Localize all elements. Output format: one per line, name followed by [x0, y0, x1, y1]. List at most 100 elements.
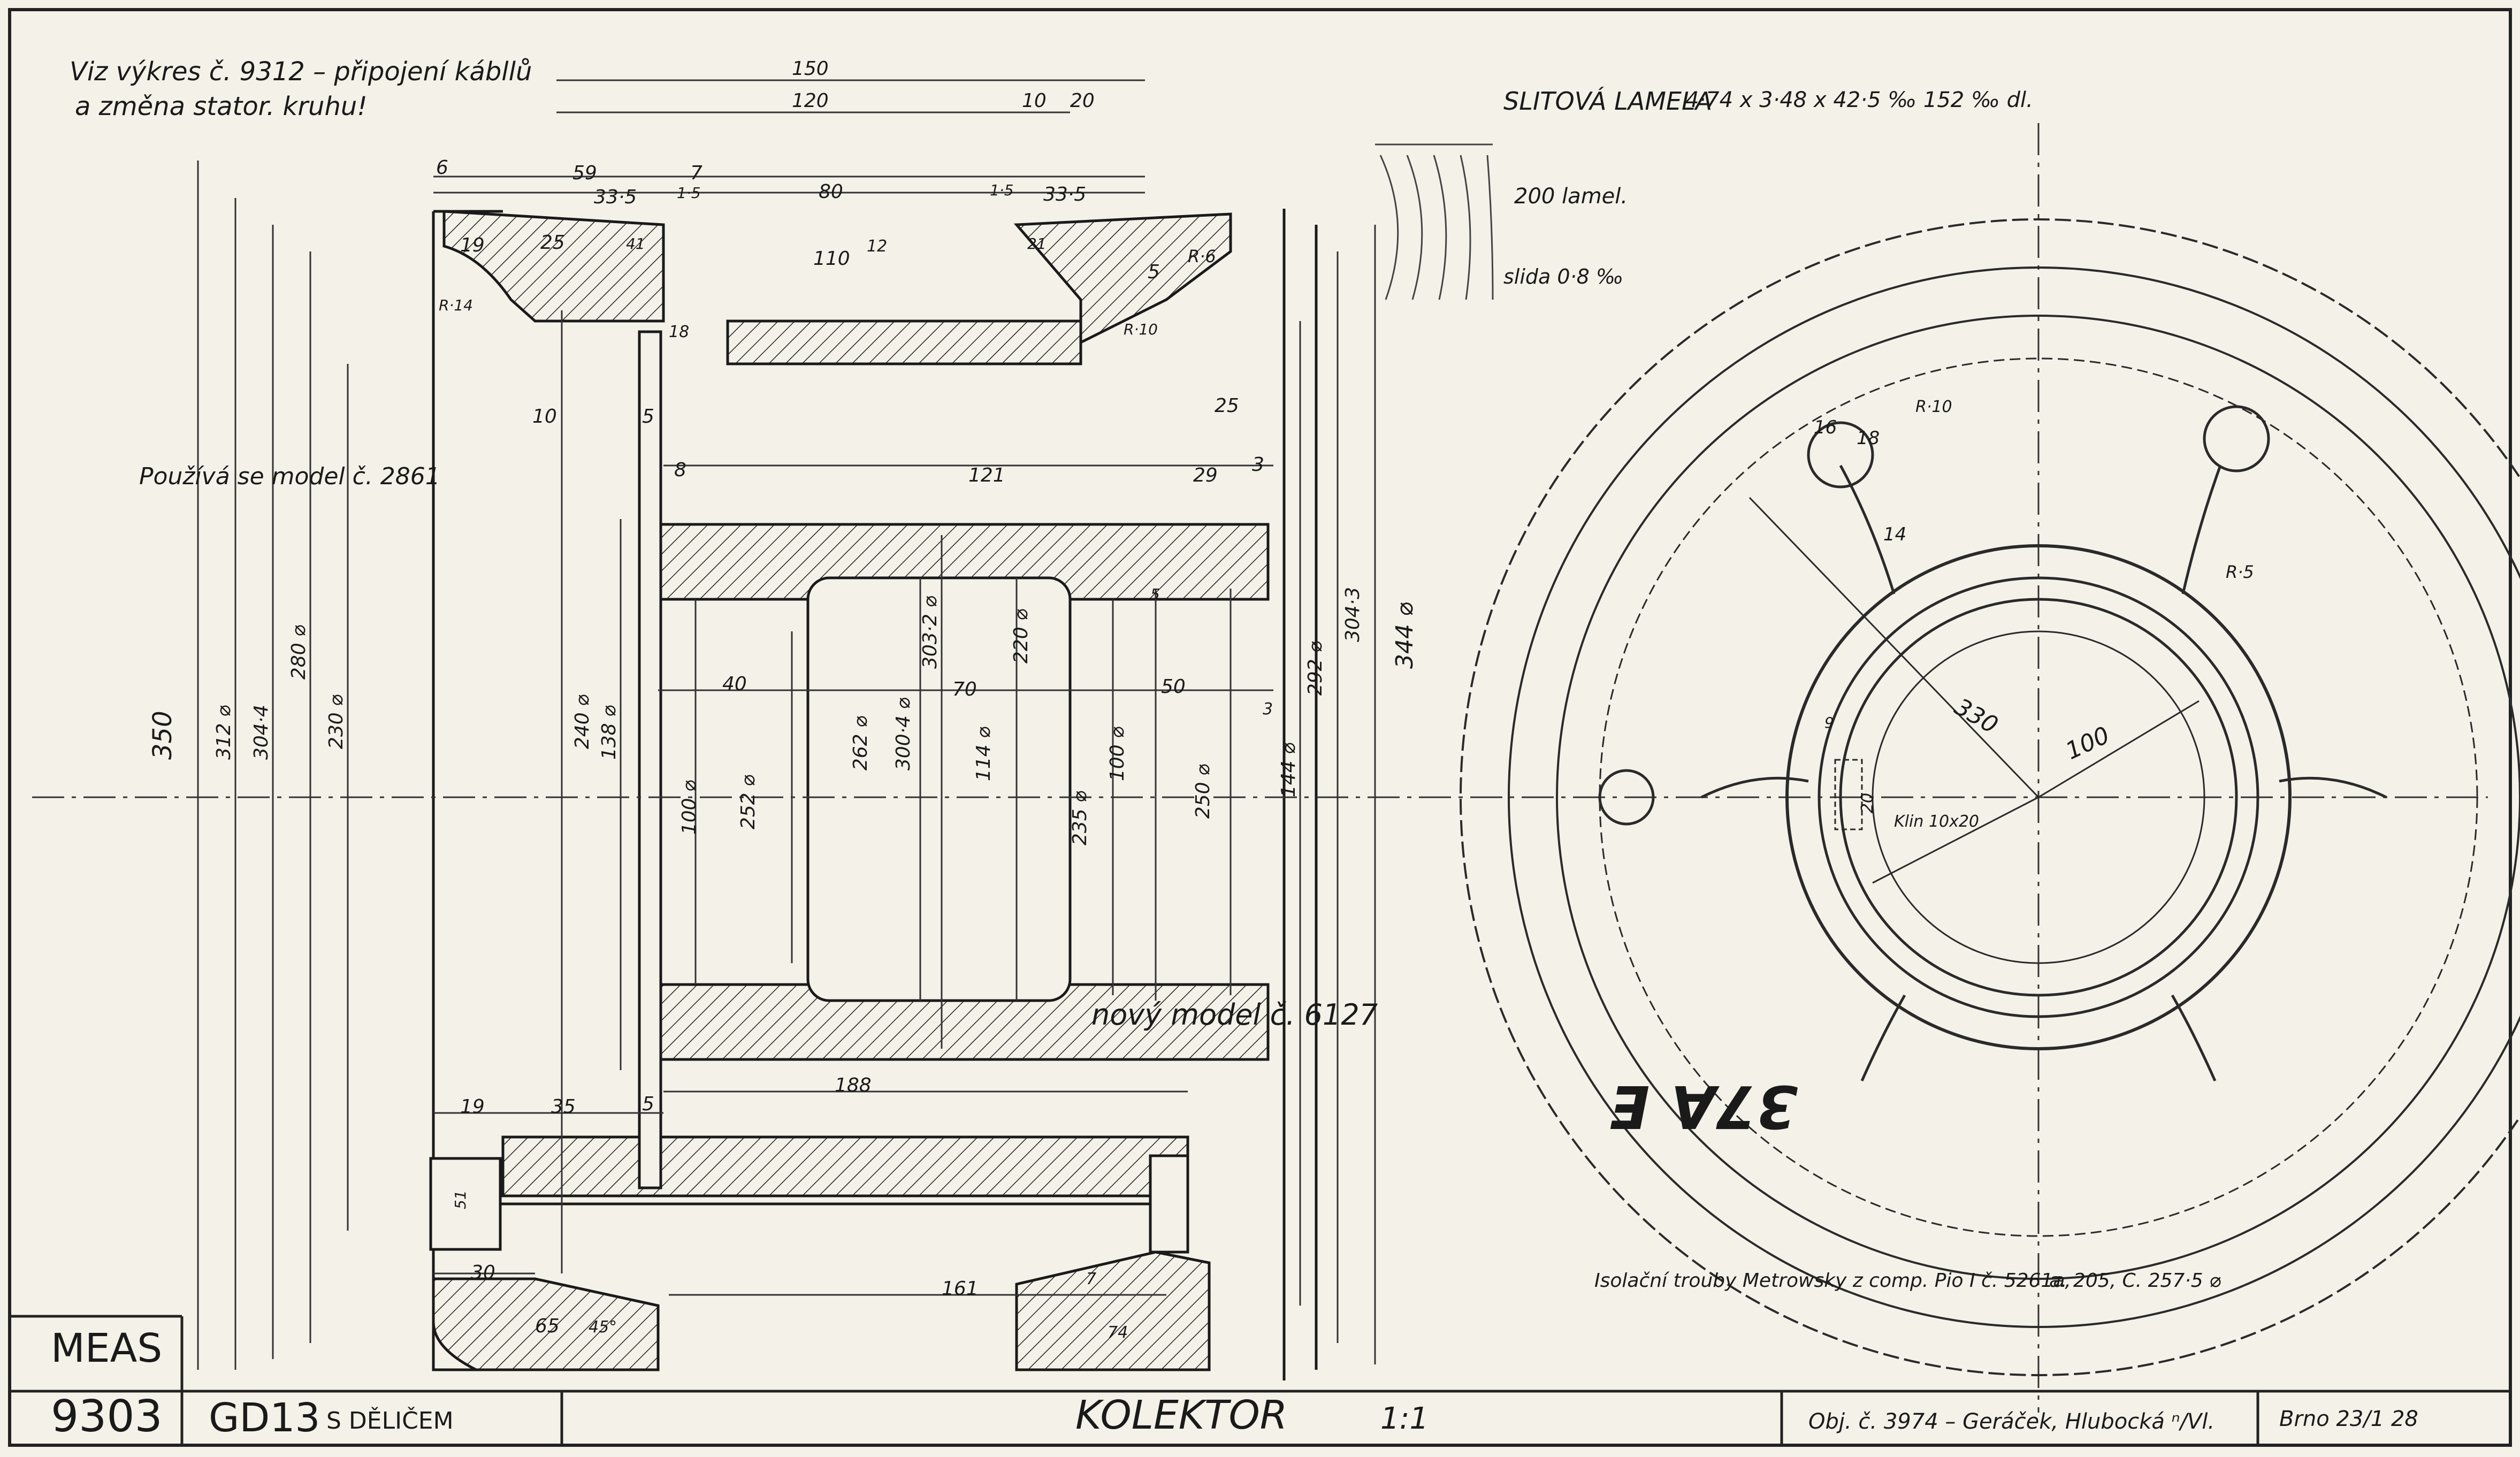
dim-10: 10: [1022, 90, 1047, 112]
dim-33-5a: 33·5: [594, 186, 637, 208]
dim-41: 41: [626, 235, 645, 253]
dim-r10: R·10: [1124, 321, 1158, 338]
dim-12: 12: [867, 237, 887, 256]
order-info: Obj. č. 3974 – Geráček, Hlubocká ⁿ/Vl.: [1808, 1409, 2214, 1434]
drawing-date: Brno 23/1 28: [2279, 1407, 2418, 1431]
dim-phi240: 240 ⌀: [571, 695, 593, 749]
dim-phi292: 292 ⌀: [1304, 641, 1326, 696]
dim-45: 45°: [589, 1318, 617, 1337]
note-new-model: nový model č. 6127: [1091, 998, 1378, 1032]
dim-phi235: 235 ⌀: [1069, 791, 1091, 845]
dimension-lines: [197, 79, 1376, 1370]
dim-r14: R·14: [439, 296, 473, 314]
dim-7b: 7: [1086, 1270, 1096, 1288]
dim-5b: 5: [642, 406, 654, 428]
dim-121: 121: [968, 464, 1005, 486]
dim-100: 100: [2061, 721, 2114, 765]
dim-9: 9: [1824, 714, 1834, 731]
dim-phi350: 350: [148, 711, 178, 760]
dim-phi220: 220 ⌀: [1010, 609, 1032, 663]
dim-7: 7: [690, 162, 702, 184]
dim-phi304-3: 304·3: [1342, 587, 1364, 642]
dim-r5: R·5: [2226, 562, 2254, 582]
note-top-left: Viz výkres č. 9312 – připojení kábllů: [70, 57, 532, 87]
title-block: [10, 1315, 2510, 1445]
dim-30: 30: [471, 1262, 495, 1284]
dim-phi100b: 100 ⌀: [1106, 727, 1128, 781]
dim-14: 14: [1883, 524, 1906, 545]
dim-8: 8: [674, 459, 686, 481]
dim-5c: 5: [1150, 585, 1160, 603]
title-block-text: MEAS 9303 GD13 S DĚLIČEM KOLEKTOR 1:1 Ob…: [51, 1325, 2418, 1442]
sheet-border: [8, 8, 2512, 1447]
dim-phi344b: 344 ⌀: [1391, 602, 1418, 669]
dim-r6: R·6: [1188, 246, 1216, 266]
lamella-detail: [1375, 143, 1494, 300]
dim-80: 80: [819, 181, 843, 203]
dim-phi312: 312 ⌀: [213, 705, 235, 760]
drawing-scale: 1:1: [1380, 1401, 1429, 1436]
dim-35: 35: [551, 1096, 576, 1118]
dim-phi262: 262 ⌀: [850, 716, 872, 771]
drawing-title: KOLEKTOR: [1075, 1392, 1287, 1438]
dim-phi250: 250 ⌀: [1192, 764, 1214, 819]
dim-20b: 20: [1858, 793, 1877, 813]
dim-phi230: 230 ⌀: [325, 695, 347, 749]
dim-3: 3: [1252, 454, 1264, 476]
dim-110: 110: [813, 248, 850, 270]
dim-20: 20: [1070, 90, 1095, 112]
dim-6: 6: [436, 157, 448, 179]
dim-phi280: 280 ⌀: [288, 625, 310, 680]
dim-phi100a: 100 ⌀: [678, 780, 700, 835]
note-klin: Klin 10x20: [1894, 812, 1979, 831]
front-view: [1460, 218, 2520, 1376]
dim-21: 21: [1027, 235, 1047, 253]
dim-25: 25: [540, 232, 565, 254]
dim-r10b: R·10: [1915, 398, 1952, 416]
dim-phi300-4: 300·4 ⌀: [892, 697, 914, 771]
note-lamella: SLITOVÁ LAMELA: [1503, 87, 1712, 116]
dim-1-5a: 1·5: [677, 184, 701, 202]
dim-18b: 18: [1857, 428, 1880, 449]
dim-16: 16: [1814, 417, 1837, 438]
dim-33-5b: 33·5: [1043, 184, 1086, 205]
dim-5a: 5: [1148, 261, 1160, 283]
dim-74: 74: [1108, 1323, 1128, 1342]
dim-19: 19: [460, 234, 485, 256]
note-insulation-vals: a. 205, C. 257·5 ⌀: [2049, 1270, 2221, 1292]
note-lamella-spec: 4·74 x 3·48 x 42·5 ‰ 152 ‰ dl.: [1685, 88, 2033, 112]
dim-29: 29: [1193, 464, 1218, 486]
dim-10b: 10: [532, 406, 557, 428]
dim-19b: 19: [460, 1096, 485, 1118]
dim-phi303-2: 303·2 ⌀: [919, 596, 941, 669]
stamp: 37A E: [1609, 1072, 1798, 1141]
dim-3b: 3: [1263, 700, 1273, 719]
dim-5d: 5: [642, 1093, 654, 1115]
dim-phi144: 144 ⌀: [1278, 743, 1300, 797]
machine-type: GD13: [209, 1395, 320, 1441]
note-insulation: Isolační trouby Metrowsky z comp. Pio I …: [1594, 1270, 2071, 1292]
dim-50: 50: [1161, 676, 1186, 698]
drawing-number: 9303: [51, 1391, 163, 1442]
dim-70: 70: [952, 678, 977, 700]
dim-25b: 25: [1215, 395, 1239, 417]
dim-120: 120: [792, 90, 829, 112]
dim-phi304-4: 304·4: [250, 705, 272, 760]
annotations: Viz výkres č. 9312 – připojení kábllů a …: [70, 57, 2221, 1292]
section-view: [429, 209, 1318, 1380]
dim-phi114: 114 ⌀: [973, 727, 995, 781]
dim-phi252: 252 ⌀: [737, 775, 759, 829]
note-top-left-2: a změna stator. kruhu!: [75, 91, 368, 121]
dim-188: 188: [835, 1074, 872, 1096]
dim-1-5b: 1·5: [990, 181, 1014, 199]
machine-sub: S DĚLIČEM: [326, 1406, 454, 1435]
dim-40: 40: [722, 673, 747, 695]
dim-51: 51: [452, 1190, 469, 1209]
note-slida: slida 0·8 ‰: [1503, 265, 1623, 288]
note-lamel-count: 200 lamel.: [1514, 184, 1628, 209]
dim-18: 18: [669, 323, 689, 341]
note-model-left: Používá se model č. 2861: [139, 463, 440, 490]
dim-161: 161: [942, 1278, 979, 1300]
